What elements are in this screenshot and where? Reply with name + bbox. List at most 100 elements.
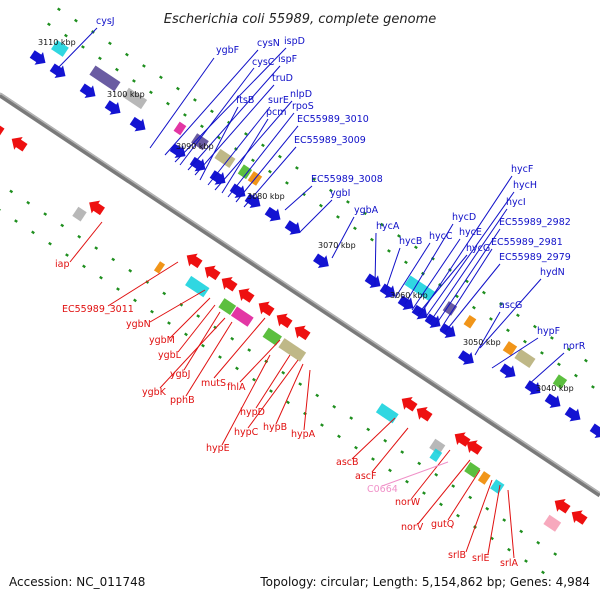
- tick-dash: [503, 519, 505, 521]
- leader-line: [184, 312, 220, 370]
- gene-label-ascG[interactable]: ascG: [499, 300, 522, 311]
- gene-label-cysN[interactable]: cysN: [257, 38, 280, 49]
- gene-label-pphB[interactable]: pphB: [170, 395, 195, 406]
- gene-label-srlA[interactable]: srlA: [500, 558, 518, 569]
- gene-label-hycA[interactable]: hycA: [376, 221, 400, 232]
- gene-label-hypC[interactable]: hypC: [234, 427, 259, 438]
- tick-dash: [384, 440, 386, 442]
- leader-line: [214, 318, 265, 378]
- gene-label-ygbI[interactable]: ygbI: [330, 188, 350, 199]
- reverse-gene-arrow: [277, 314, 293, 328]
- kbp-tick-label: 3090 kbp: [176, 142, 214, 151]
- tick-dash: [406, 481, 408, 483]
- gene-label-cysC[interactable]: cysC: [252, 57, 275, 68]
- reverse-gene-arrow: [467, 440, 483, 454]
- gene-label-cysJ[interactable]: cysJ: [96, 16, 115, 27]
- gene-label-ygbL[interactable]: ygbL: [158, 350, 182, 361]
- tick-dash: [435, 474, 437, 476]
- gene-label-ygbA[interactable]: ygbA: [354, 205, 379, 216]
- gene-label-ftsB[interactable]: ftsB: [236, 95, 254, 106]
- gene-label-EC55989_2981[interactable]: EC55989_2981: [491, 237, 563, 248]
- gene-label-ygbN[interactable]: ygbN: [126, 319, 151, 330]
- tick-dash: [99, 57, 101, 59]
- tick-dash: [457, 515, 459, 517]
- leader-line: [188, 66, 280, 170]
- gene-label-hypA[interactable]: hypA: [291, 429, 316, 440]
- gene-label-EC55989_3011[interactable]: EC55989_3011: [62, 304, 134, 315]
- tick-dash: [262, 144, 264, 146]
- gene-label-norV[interactable]: norV: [401, 522, 424, 533]
- gene-label-hycI[interactable]: hycI: [506, 197, 526, 208]
- gene-label-iap[interactable]: iap: [55, 259, 70, 270]
- gene-label-srlB[interactable]: srlB: [448, 550, 466, 561]
- tick-dash: [282, 372, 284, 374]
- gene-label-mutS[interactable]: mutS: [201, 378, 226, 389]
- reverse-gene-arrow: [222, 277, 238, 291]
- gene-label-ascF[interactable]: ascF: [355, 471, 376, 482]
- gene-label-ascB[interactable]: ascB: [336, 457, 359, 468]
- gene-label-gutQ[interactable]: gutQ: [431, 519, 454, 530]
- gene-label-hypF[interactable]: hypF: [537, 326, 560, 337]
- gene-label-nlpD[interactable]: nlpD: [290, 89, 312, 100]
- gene-label-ygbJ[interactable]: ygbJ: [170, 369, 190, 380]
- gene-label-hycC[interactable]: hycC: [429, 231, 453, 242]
- tick-dash: [116, 69, 118, 71]
- gene-label-EC55989_3008[interactable]: EC55989_3008: [311, 174, 383, 185]
- gene-label-EC55989_2982[interactable]: EC55989_2982: [499, 217, 571, 228]
- tick-dash: [160, 76, 162, 78]
- gene-label-hydN[interactable]: hydN: [540, 267, 565, 278]
- gene-label-ispF[interactable]: ispF: [278, 54, 297, 65]
- gene-label-ispD[interactable]: ispD: [284, 36, 305, 47]
- tick-dash: [269, 171, 271, 173]
- gene-label-norW[interactable]: norW: [395, 497, 421, 508]
- tick-dash: [350, 417, 352, 419]
- forward-gene-arrow: [545, 394, 561, 408]
- tick-dash: [126, 54, 128, 56]
- gene-label-srlE[interactable]: srlE: [472, 553, 490, 564]
- leader-line: [375, 233, 376, 285]
- gene-label-ygbK[interactable]: ygbK: [142, 387, 167, 398]
- gene-label-hypB[interactable]: hypB: [263, 422, 287, 433]
- gene-label-ygbF[interactable]: ygbF: [216, 45, 239, 56]
- forward-gene-arrow: [285, 220, 301, 234]
- tick-dash: [117, 288, 119, 290]
- reverse-gene-arrow: [417, 407, 433, 421]
- gene-label-hycG[interactable]: hycG: [466, 243, 490, 254]
- gene-label-EC55989_2979[interactable]: EC55989_2979: [499, 252, 571, 263]
- gene-label-hycD[interactable]: hycD: [452, 212, 476, 223]
- leader-line: [300, 200, 332, 232]
- gene-label-fhlA[interactable]: fhlA: [227, 382, 246, 393]
- gene-label-EC55989_3010[interactable]: EC55989_3010: [297, 114, 369, 125]
- gene-label-ygbM[interactable]: ygbM: [149, 335, 175, 346]
- gene-label-hycB[interactable]: hycB: [399, 236, 422, 247]
- leader-line: [332, 217, 354, 258]
- gene-label-hycH[interactable]: hycH: [513, 180, 537, 191]
- gene-label-rpoS[interactable]: rpoS: [292, 101, 314, 112]
- gene-label-surE[interactable]: surE: [268, 95, 289, 106]
- leader-line: [508, 490, 514, 558]
- gene-label-hycF[interactable]: hycF: [511, 164, 533, 175]
- gene-label-C0664[interactable]: C0664: [367, 484, 398, 495]
- cog-block: [278, 338, 306, 362]
- reverse-gene-arrow: [295, 326, 311, 340]
- cog-block: [490, 479, 504, 494]
- leader-line: [150, 290, 205, 322]
- tick-dash: [286, 182, 288, 184]
- tick-dash: [585, 360, 587, 362]
- forward-gene-arrow: [30, 50, 46, 64]
- tick-dash: [525, 560, 527, 562]
- tick-dash: [338, 436, 340, 438]
- tick-dash: [452, 485, 454, 487]
- gene-label-hypD[interactable]: hypD: [240, 407, 265, 418]
- gene-label-hypE[interactable]: hypE: [206, 443, 230, 454]
- gene-label-EC55989_3009[interactable]: EC55989_3009: [294, 135, 366, 146]
- tick-dash: [541, 352, 543, 354]
- gene-label-truD[interactable]: truD: [272, 73, 293, 84]
- gene-label-hycE[interactable]: hycE: [459, 227, 482, 238]
- reverse-gene-arrow: [239, 288, 255, 302]
- tick-dash: [112, 259, 114, 261]
- tick-dash: [66, 254, 68, 256]
- gene-label-norR[interactable]: norR: [563, 341, 586, 352]
- tick-dash: [507, 329, 509, 331]
- gene-label-pcm[interactable]: pcm: [266, 107, 287, 118]
